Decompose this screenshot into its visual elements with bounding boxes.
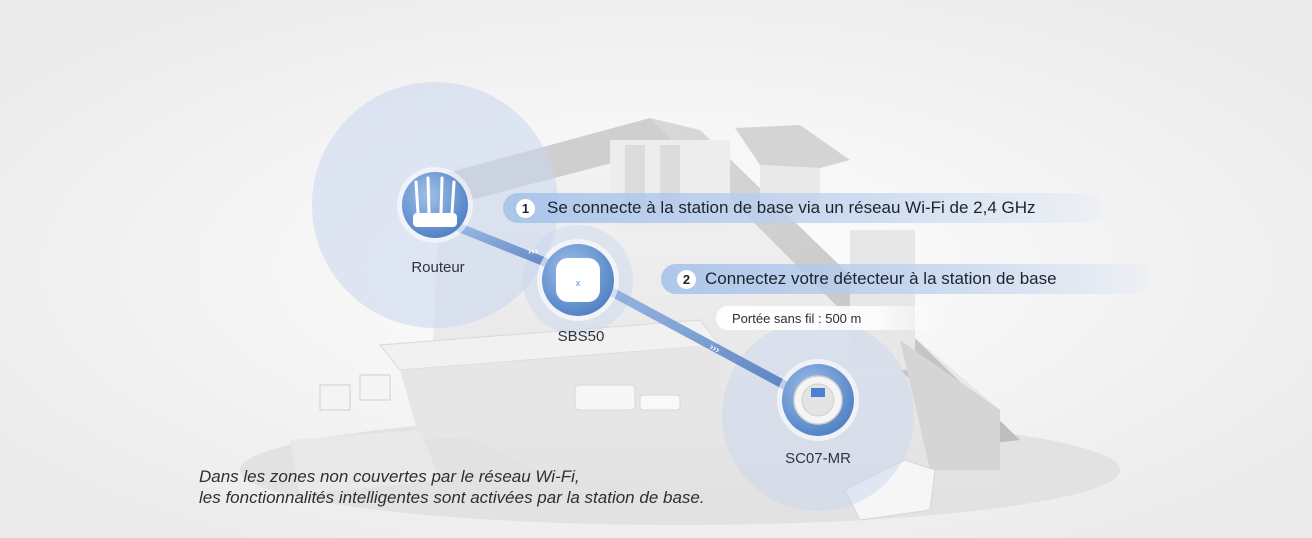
footer-line-1: Dans les zones non couvertes par le rése…: [199, 467, 580, 486]
base-station-icon: x: [537, 239, 619, 321]
driveway: [290, 430, 440, 495]
step-2-number: 2: [677, 269, 696, 289]
step-1-number: 1: [516, 198, 535, 218]
step-2-text: Connectez votre détecteur à la station d…: [705, 269, 1057, 288]
ground-floor: [400, 345, 720, 440]
router-label: Routeur: [411, 259, 465, 276]
dormer: [735, 125, 850, 168]
detector-label: SC07-MR: [785, 450, 851, 467]
upper-window: [660, 145, 680, 205]
link-chevrons: ›››: [707, 342, 721, 356]
wifi-link-router-base: [455, 223, 550, 267]
step-2-pill: 2 Connectez votre détecteur à la station…: [661, 264, 1151, 294]
sofa: [574, 384, 636, 411]
table: [639, 394, 681, 411]
footer-line-2: les fonctionnalités intelligentes sont a…: [199, 488, 705, 507]
wireless-link-base-detector: [607, 287, 795, 393]
link-chevrons: ›››: [528, 246, 538, 257]
step-1-text: Se connecte à la station de base via un …: [547, 198, 1036, 217]
chair: [319, 384, 351, 411]
smoke-detector-icon: [777, 359, 859, 441]
footer-note: Dans les zones non couvertes par le rése…: [199, 466, 705, 508]
chair: [359, 374, 391, 401]
svg-text:x: x: [576, 278, 581, 288]
upper-window: [625, 145, 645, 205]
step-1-pill: 1 Se connecte à la station de base via u…: [503, 193, 1103, 223]
garage-roof: [900, 340, 1000, 470]
range-badge: Portée sans fil : 500 m: [716, 306, 946, 330]
base-station-label: SBS50: [557, 328, 605, 345]
router-icon: [397, 167, 473, 243]
